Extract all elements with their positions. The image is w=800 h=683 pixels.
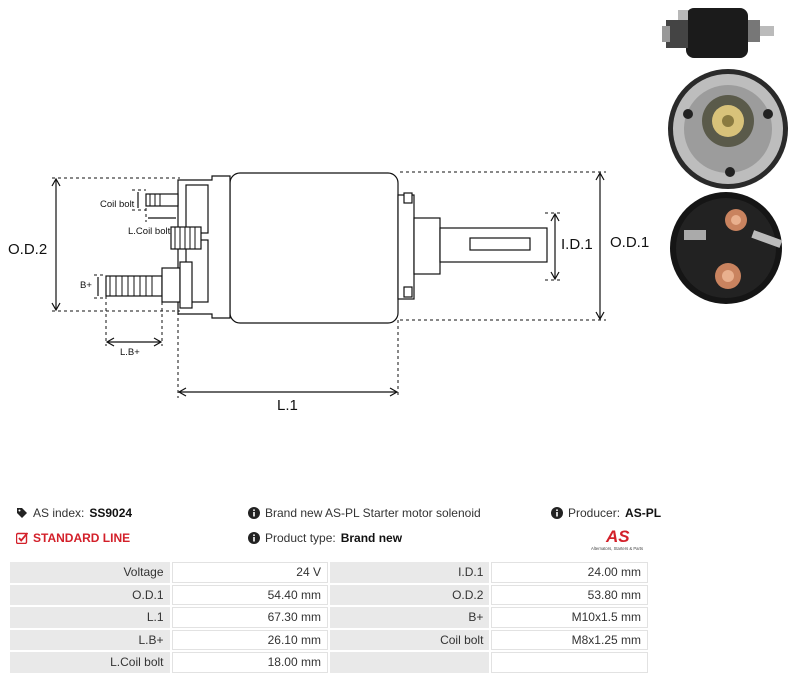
solenoid-body <box>229 172 399 324</box>
b-plus-label: B+ <box>80 280 92 291</box>
producer-label: Producer: <box>568 506 621 520</box>
spec-label: L.1 <box>10 607 170 628</box>
coil-bolt-label: Coil bolt <box>100 199 135 210</box>
id1-label: I.D.1 <box>561 236 593 253</box>
product-type-value: Brand new <box>340 531 403 545</box>
info-icon <box>551 507 563 519</box>
info-icon <box>248 507 260 519</box>
standard-line-label: STANDARD LINE <box>33 531 131 545</box>
standard-line-badge: STANDARD LINE <box>16 531 130 545</box>
producer-info: Producer: AS-PL <box>551 506 661 520</box>
description-text: Brand new AS-PL Starter motor solenoid <box>265 506 481 520</box>
l-coil-bolt-label: L.Coil bolt <box>128 226 171 237</box>
spec-value: 26.10 mm <box>171 629 328 650</box>
as-index-value: SS9024 <box>89 506 133 520</box>
as-index-info: AS index: SS9024 <box>16 506 132 520</box>
spec-value: 18.00 mm <box>171 652 328 673</box>
l1-label: L.1 <box>277 397 298 414</box>
spec-value: 53.80 mm <box>491 584 648 605</box>
od2-label: O.D.2 <box>8 241 47 258</box>
product-description: Brand new AS-PL Starter motor solenoid <box>248 506 481 520</box>
info-icon <box>248 532 260 544</box>
spec-value: M10x1.5 mm <box>491 607 648 628</box>
tag-icon <box>17 508 27 518</box>
product-photo-front <box>668 69 788 189</box>
spec-label: B+ <box>329 607 490 628</box>
spec-value: 54.40 mm <box>171 584 328 605</box>
spec-label: L.Coil bolt <box>10 652 170 673</box>
as-pl-logo: AS Alternators, Starters & Parts <box>591 527 643 551</box>
spec-label: O.D.2 <box>329 584 490 605</box>
spec-value <box>491 652 648 673</box>
product-photo-side <box>658 2 778 62</box>
spec-label: L.B+ <box>10 629 170 650</box>
as-index-label: AS index: <box>33 506 85 520</box>
product-type-info: Product type: Brand new <box>248 531 402 545</box>
spec-value: 24.00 mm <box>491 562 648 583</box>
spec-label <box>329 652 490 673</box>
svg-text:AS: AS <box>605 527 630 546</box>
od1-label: O.D.1 <box>610 234 649 251</box>
spec-value: 24 V <box>171 562 328 583</box>
checkbox-check-icon <box>16 532 28 544</box>
svg-text:Alternators, Starters & Parts: Alternators, Starters & Parts <box>591 546 643 551</box>
spec-label: Coil bolt <box>329 629 490 650</box>
spec-label: O.D.1 <box>10 584 170 605</box>
product-photo-terminals <box>670 192 783 304</box>
spec-label: Voltage <box>10 562 170 583</box>
spec-value: 67.30 mm <box>171 607 328 628</box>
solenoid-technical-drawing: O.D.2 O.D.1 I.D.1 L.1 Coil bolt L.Coil b… <box>8 171 649 414</box>
spec-value: M8x1.25 mm <box>491 629 648 650</box>
producer-value: AS-PL <box>625 506 662 520</box>
lb-plus-label: L.B+ <box>120 347 140 358</box>
product-type-label: Product type: <box>265 531 336 545</box>
spec-label: I.D.1 <box>329 562 490 583</box>
